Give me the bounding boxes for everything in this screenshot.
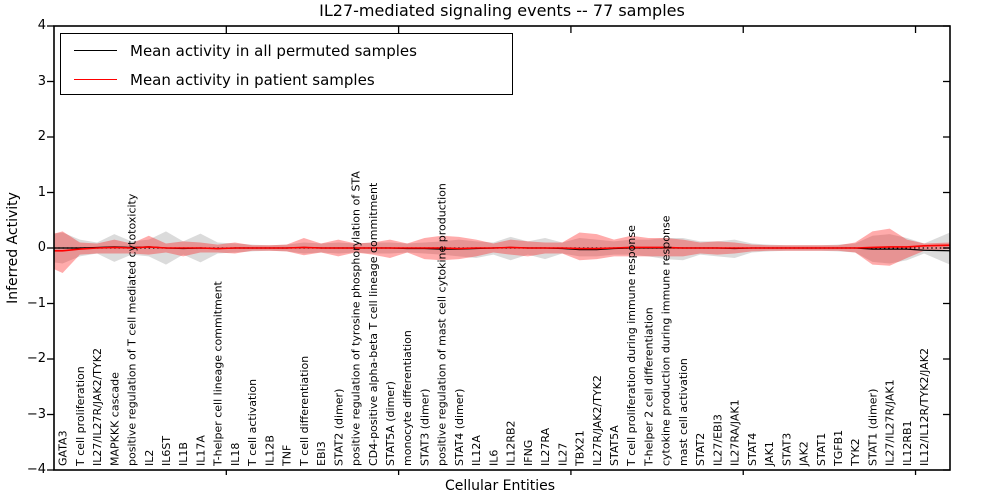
patient-line-swatch (74, 79, 117, 80)
x-tick-label: IL27RA/JAK1 (729, 399, 742, 466)
x-tick-label: positive regulation of T cell mediated c… (126, 193, 139, 466)
legend-label-permuted: Mean activity in all permuted samples (130, 41, 417, 60)
x-tick-label: T cell activation (246, 379, 259, 467)
x-tick-label: GATA3 (57, 430, 70, 466)
x-tick-label: STAT5A (dimer) (384, 381, 397, 466)
x-axis-label: Cellular Entities (444, 478, 556, 494)
x-tick-label: IFNG (522, 440, 535, 466)
x-tick-label: STAT1 (dimer) (866, 389, 879, 466)
y-tick-label: −3 (26, 406, 46, 422)
x-tick-label: TBX21 (574, 430, 587, 467)
patient-range-band (54, 228, 950, 273)
x-tick-label: IL6ST (160, 436, 173, 466)
x-tick-label: IL27R/JAK2/TYK2 (591, 375, 604, 466)
x-tick-label: IL12B (263, 435, 276, 466)
x-tick-label: MAPKKK cascade (108, 372, 121, 466)
x-tick-label: TYK2 (849, 438, 862, 467)
x-tick-label: IL12/IL12R/TYK2/JAK2 (918, 348, 931, 466)
permuted-line-swatch (74, 50, 117, 51)
x-tick-label: IL27 (556, 443, 569, 466)
x-tick-label: STAT4 (746, 433, 759, 466)
chart-title: IL27-mediated signaling events -- 77 sam… (319, 1, 685, 20)
x-tick-label: IL2 (143, 450, 156, 466)
x-tick-label: IL12RB1 (901, 420, 914, 466)
legend-label-patient: Mean activity in patient samples (130, 70, 375, 89)
x-tick-label: T cell proliferation during immune respo… (625, 225, 638, 467)
x-tick-label: T cell proliferation (74, 366, 87, 467)
x-tick-label: EBI3 (315, 441, 328, 466)
x-tick-label: T-helper 2 cell differentiation (642, 307, 655, 467)
x-tick-label: STAT3 (dimer) (418, 389, 431, 466)
x-tick-label: T cell differentiation (298, 356, 311, 467)
x-tick-label: IL12RB2 (505, 420, 518, 466)
x-tick-label: positive regulation of tyrosine phosphor… (350, 171, 363, 466)
x-tick-label: STAT1 (815, 433, 828, 466)
legend-box: Mean activity in all permuted samples Me… (60, 33, 513, 95)
x-tick-label: STAT4 (dimer) (453, 389, 466, 466)
x-tick-label: STAT2 (dimer) (332, 389, 345, 466)
x-tick-label: IL27RA (539, 427, 552, 466)
x-tick-label: JAK1 (763, 441, 776, 467)
x-tick-label: JAK2 (798, 441, 811, 467)
y-tick-label: 4 (37, 18, 46, 33)
x-tick-label: IL18 (229, 443, 242, 466)
x-tick-label: IL27/IL27R/JAK1 (884, 379, 897, 466)
x-tick-label: IL12A (470, 435, 483, 466)
x-tick-label: T-helper cell lineage commitment (212, 280, 225, 467)
y-tick-label: 2 (37, 129, 46, 144)
x-tick-label: cytokine production during immune respon… (660, 215, 673, 466)
legend-entry-patient: Mean activity in patient samples (61, 65, 512, 94)
x-tick-label: IL6 (487, 450, 500, 466)
x-tick-label: STAT2 (694, 433, 707, 466)
x-tick-label: IL17A (194, 435, 207, 466)
x-tick-label: CD4-positive alpha-beta T cell lineage c… (367, 182, 380, 466)
y-tick-label: 3 (37, 73, 46, 89)
x-tick-label: IL27/EBI3 (711, 414, 724, 466)
x-tick-label: TNF (281, 445, 294, 467)
x-tick-label: positive regulation of mast cell cytokin… (436, 183, 449, 466)
x-tick-label: STAT5A (608, 425, 621, 466)
mean-patient-line (54, 244, 951, 252)
y-tick-label: −2 (26, 351, 46, 366)
x-tick-label: IL1B (177, 442, 190, 466)
y-tick-label: −4 (26, 462, 46, 477)
y-tick-label: −1 (26, 295, 46, 311)
y-tick-label: 0 (37, 240, 46, 255)
x-tick-label: monocyte differentiation (401, 330, 414, 466)
legend-entry-permuted: Mean activity in all permuted samples (61, 36, 512, 65)
x-tick-label: TGFB1 (832, 430, 845, 467)
x-tick-label: mast cell activation (677, 358, 690, 466)
x-tick-label: IL27/IL27R/JAK2/TYK2 (91, 348, 104, 466)
y-tick-label: 1 (37, 184, 46, 200)
x-tick-label: STAT3 (780, 433, 793, 466)
